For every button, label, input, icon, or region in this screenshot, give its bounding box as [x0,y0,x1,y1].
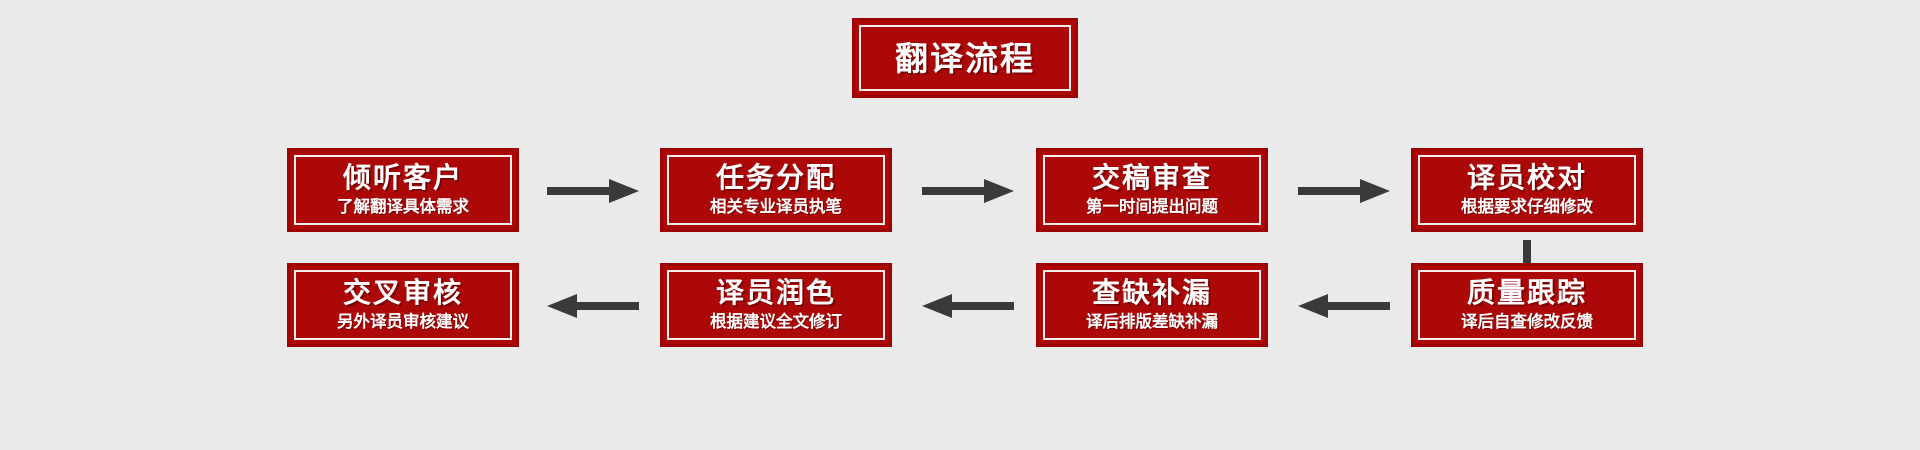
step-3-title: 交稿审查 [1091,161,1212,195]
step-box-7-translator-polishing: 译员润色 根据建议全文修订 [660,263,892,347]
flowchart-title-text: 翻译流程 [895,38,1035,78]
arrow-step6-to-step7 [922,291,1014,321]
step-6-subtitle: 译后排版差缺补漏 [1086,312,1218,332]
step-2-title: 任务分配 [715,161,836,195]
step-box-4-translator-proofreading: 译员校对 根据要求仔细修改 [1411,148,1643,232]
step-box-8-cross-review: 交叉审核 另外译员审核建议 [287,263,519,347]
step-box-2-task-assignment: 任务分配 相关专业译员执笔 [660,148,892,232]
step-8-subtitle: 另外译员审核建议 [337,312,469,332]
step-1-subtitle: 了解翻译具体需求 [337,197,469,217]
step-box-5-quality-tracking: 质量跟踪 译后自查修改反馈 [1411,263,1643,347]
step-4-subtitle: 根据要求仔细修改 [1461,197,1593,217]
step-4-title: 译员校对 [1466,161,1587,195]
arrow-step7-to-step8 [547,291,639,321]
step-8-title: 交叉审核 [342,276,463,310]
step-7-subtitle: 根据建议全文修订 [710,312,842,332]
step-5-subtitle: 译后自查修改反馈 [1461,312,1593,332]
step-2-subtitle: 相关专业译员执笔 [710,197,842,217]
arrow-step2-to-step3 [922,176,1014,206]
step-box-1-listen-to-client: 倾听客户 了解翻译具体需求 [287,148,519,232]
step-5-title: 质量跟踪 [1466,276,1587,310]
step-1-title: 倾听客户 [342,161,463,195]
arrow-step5-to-step6 [1298,291,1390,321]
arrow-step3-to-step4 [1298,176,1390,206]
step-7-title: 译员润色 [715,276,836,310]
arrow-step1-to-step2 [547,176,639,206]
step-3-subtitle: 第一时间提出问题 [1086,197,1218,217]
step-6-title: 查缺补漏 [1091,276,1212,310]
flowchart-title-box: 翻译流程 [852,18,1078,98]
step-box-3-draft-review: 交稿审查 第一时间提出问题 [1036,148,1268,232]
step-box-6-gap-filling: 查缺补漏 译后排版差缺补漏 [1036,263,1268,347]
